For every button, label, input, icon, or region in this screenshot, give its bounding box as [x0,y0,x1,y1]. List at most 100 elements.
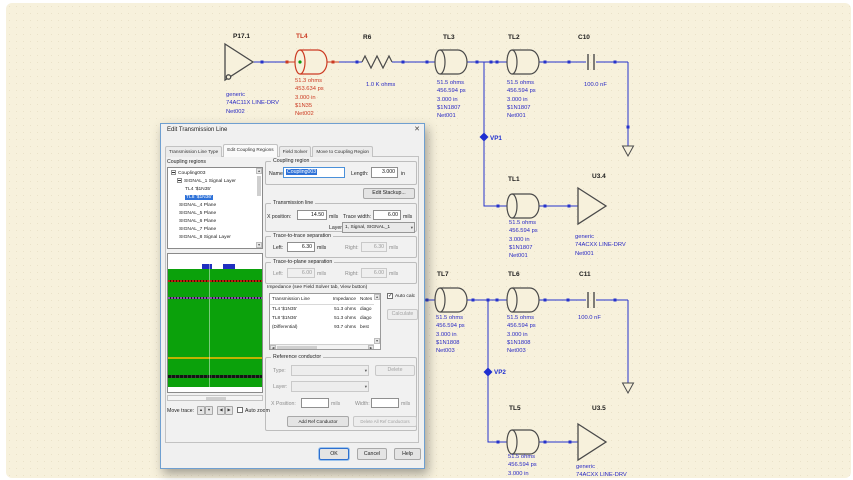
tl6-ref: TL6 [508,271,520,278]
u3-5-labels: generic 74ACXX LINE-DRV [576,464,627,479]
r6-ref: R6 [363,34,372,41]
add-ref-conductor-button[interactable]: Add Ref Conductor [287,416,349,427]
tl5-symbol[interactable] [506,429,540,455]
tree-item-tl8-selected[interactable]: TL8 '$1N36' [185,194,214,201]
ref-layer-dropdown: ▾ [291,381,369,392]
auto-zoom-checkbox[interactable] [237,407,243,413]
tree-scrollbar-thumb[interactable] [257,176,261,196]
c10-value: 100.0 nF [584,82,607,88]
ref-width-label: Width: [355,401,370,407]
tree-scroll-up-icon[interactable]: ▲ [256,168,262,174]
edit-stackup-button[interactable]: Edit Stackup... [363,188,415,199]
impedance-table[interactable]: Transmission Line Impedance Notes TL4 '$… [269,293,381,350]
tree-item-label: SIGNAL_4 Plane [179,203,217,208]
tl1-symbol[interactable] [506,193,540,219]
t2t-left-label: Left: [273,245,284,251]
ref-x-position-input[interactable] [301,398,329,408]
t2t-right-label: Right: [345,245,359,251]
u3-5-symbol[interactable] [577,422,608,462]
cancel-button[interactable]: Cancel [357,448,387,460]
auto-zoom-label: Auto zoom [245,408,270,414]
trace-width-input[interactable]: 6.00 [373,210,401,220]
tab-edit-coupling-regions[interactable]: Edit Coupling Regions [223,144,278,157]
c11-symbol[interactable] [587,292,595,308]
auto-calc-checkbox[interactable]: ✓ [387,293,393,299]
vp2-probe[interactable] [483,367,493,377]
length-input[interactable]: 3.000 [371,167,398,178]
tab-field-solver[interactable]: Field Solver [278,146,312,157]
r6-value: 1.0 K ohms [366,82,396,88]
layer-dropdown-value: 1, Signal, SIGNAL_1 [345,225,391,230]
tl2-params: 51.5 ohms 456.594 ps 3.000 in $1N1807 Ne… [507,80,536,120]
tree-item-label: TL4 '$1N35' [185,187,212,192]
tl3-symbol[interactable] [434,49,468,75]
collapse-icon[interactable] [171,170,176,175]
tl2-ref: TL2 [508,34,520,41]
tree-item-signal8[interactable]: SIGNAL_8 Signal Layer [179,234,231,241]
tree-item-signal1[interactable]: SIGNAL_1 Signal Layer [177,178,236,185]
help-button[interactable]: Help [394,448,421,460]
table-scroll-left-icon[interactable]: ◀ [270,345,276,350]
t2p-left-input: 6.00 [287,268,315,278]
tl5-params: 51.5 ohms 456.594 ps 3.000 in [508,454,537,477]
p17-1-labels: generic 74AC11X LINE-DRV Net002 [226,92,279,115]
preview-scrollbar[interactable] [167,395,263,401]
tl7-symbol[interactable] [434,287,468,313]
move-trace-right-button[interactable]: ▶ [225,406,233,415]
dielectric-region [168,269,262,387]
reference-conductor-group [265,357,417,431]
tree-item-coupling003[interactable]: Coupling003 [171,170,205,177]
tab-transmission-line-type[interactable]: Transmission Line Type [165,146,223,157]
name-input[interactable]: Coupling003 [283,167,345,178]
table-scroll-right-icon[interactable]: ▶ [368,345,374,350]
tl4-pin-green-dot [298,60,302,64]
table-h-scrollbar-thumb[interactable] [277,346,317,349]
tree-scroll-down-icon[interactable]: ▼ [256,242,262,248]
trace-to-plane-legend: Trace-to-plane separation [271,259,335,265]
p17-1-symbol[interactable] [224,42,255,82]
edit-transmission-line-dialog: Edit Transmission Line ✕ Transmission Li… [160,123,425,469]
tree-item-label: Coupling003 [178,171,206,176]
tree-item-signal7[interactable]: SIGNAL_7 Plane [179,226,216,233]
tree-item-signal5[interactable]: SIGNAL_5 Plane [179,210,216,217]
tl6-symbol[interactable] [506,287,540,313]
chevron-down-icon: ▾ [364,384,367,389]
tab-move-to-coupling-region[interactable]: Move to Coupling Region [312,146,374,157]
preview-scrollbar-thumb[interactable] [206,397,226,400]
tl3-ref: TL3 [443,34,455,41]
move-trace-down-button[interactable]: ▼ [205,406,213,415]
p17-1-ref: P17.1 [233,33,250,40]
table-h-scrollbar[interactable]: ◀ ▶ [270,344,374,350]
tl4-symbol[interactable] [294,49,328,75]
ref-width-input[interactable] [371,398,399,408]
selected-net-dots [285,60,335,64]
t2t-left-input[interactable]: 6.30 [287,242,315,252]
ref-type-label: Type: [273,368,286,374]
u3-4-symbol[interactable] [577,186,608,226]
c10-symbol[interactable] [587,54,595,70]
close-icon[interactable]: ✕ [414,126,420,133]
vp1-probe[interactable] [479,132,489,142]
collapse-icon[interactable] [177,178,182,183]
x-position-input[interactable]: 14.50 [297,210,327,220]
ref-width-unit: mils [401,401,411,407]
coupling-region-legend: Coupling region [271,158,312,164]
layer-label: Layer [329,225,342,231]
tree-item-tl4[interactable]: TL4 '$1N35' [185,186,211,193]
layer-dropdown[interactable]: 1, Signal, SIGNAL_1▾ [342,222,415,233]
plane-layer-yellow [168,357,262,359]
tree-item-signal6[interactable]: SIGNAL_6 Plane [179,218,216,225]
table-scroll-up-icon[interactable]: ▲ [374,294,380,300]
move-trace-up-button[interactable]: ▲ [197,406,205,415]
move-trace-left-button[interactable]: ◀ [217,406,225,415]
preview-cursor-line [209,264,210,387]
ok-button[interactable]: OK [319,448,349,460]
table-scroll-down-icon[interactable]: ▼ [374,338,380,344]
coupling-regions-tree[interactable]: Coupling003 SIGNAL_1 Signal Layer TL4 '$… [167,167,263,249]
stackup-cross-section-preview[interactable] [167,253,263,393]
r6-symbol[interactable] [361,54,393,70]
tl2-symbol[interactable] [506,49,540,75]
reference-conductor-legend: Reference conductor [271,354,324,360]
tree-item-signal4[interactable]: SIGNAL_4 Plane [179,202,216,209]
